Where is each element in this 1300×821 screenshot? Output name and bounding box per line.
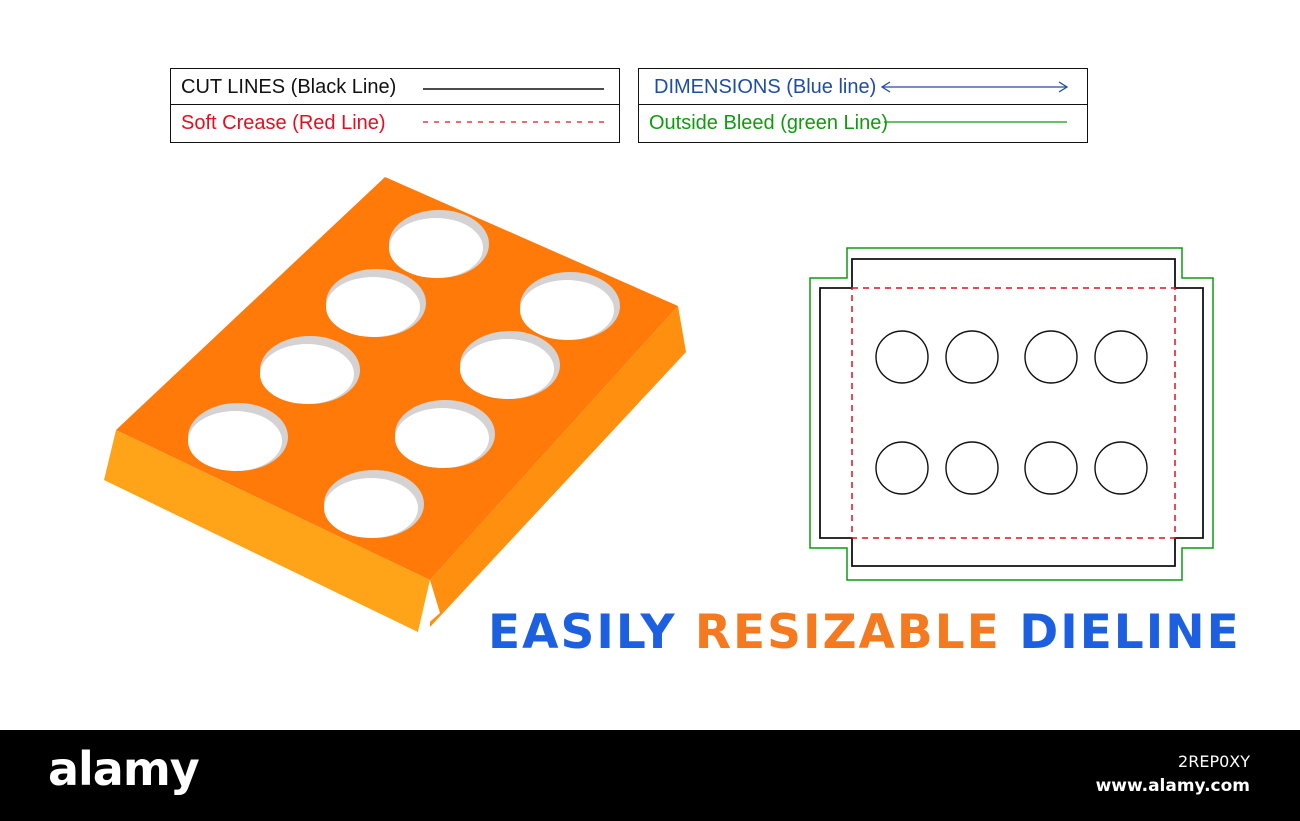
crease-line-sample — [423, 121, 604, 123]
legend-row-dimensions: DIMENSIONS (Blue line) — [639, 69, 1087, 105]
tray-hole — [460, 331, 560, 399]
flat-dieline — [809, 247, 1214, 581]
tray-hole — [326, 269, 426, 337]
footer-info: 2REP0XY www.alamy.com — [1096, 750, 1250, 798]
tray-hole — [389, 210, 489, 278]
tray-3d-illustration — [104, 177, 686, 632]
dieline-circle-cutouts — [875, 330, 1148, 495]
dieline-circle — [1024, 441, 1078, 495]
dimension-arrow-sample — [880, 81, 1069, 93]
bleed-outline — [809, 247, 1214, 581]
dieline-circle — [875, 330, 929, 384]
bleed-line-sample — [884, 121, 1067, 123]
tray-right-side — [430, 306, 686, 627]
tray-hole — [395, 400, 495, 468]
dieline-circle — [1024, 330, 1078, 384]
brand-logo: alamy — [48, 742, 200, 796]
tray-hole — [324, 470, 424, 538]
tray-hole — [520, 272, 620, 340]
tray-holes — [188, 210, 620, 538]
dieline-circle — [1094, 441, 1148, 495]
cut-line-sample — [423, 88, 604, 90]
legend-row-outside-bleed: Outside Bleed (green Line) — [639, 105, 1087, 141]
dieline-circle — [945, 441, 999, 495]
headline: EASILY RESIZABLE DIELINE — [488, 605, 1241, 660]
legend-label-soft-crease: Soft Crease (Red Line) — [181, 112, 386, 134]
legend-box-left: CUT LINES (Black Line) Soft Crease (Red … — [170, 68, 620, 143]
dieline-circle — [945, 330, 999, 384]
tray-top-face — [116, 177, 678, 580]
legend-label-outside-bleed: Outside Bleed (green Line) — [649, 112, 889, 134]
tray-front-side — [104, 430, 430, 632]
legend-label-dimensions: DIMENSIONS (Blue line) — [654, 76, 877, 98]
dieline-circle — [1094, 330, 1148, 384]
image-id: 2REP0XY — [1178, 752, 1250, 771]
legend-box-right: DIMENSIONS (Blue line) Outside Bleed (gr… — [638, 68, 1088, 143]
tray-hole — [188, 403, 288, 471]
headline-part-easily: EASILY — [488, 605, 695, 660]
tray-corner-notch — [418, 580, 440, 632]
dieline-circle — [875, 441, 929, 495]
cut-outline — [819, 258, 1204, 567]
crease-rectangle — [851, 287, 1176, 539]
legend-row-soft-crease: Soft Crease (Red Line) — [171, 105, 619, 141]
footer-bar: alamy 2REP0XY www.alamy.com — [0, 730, 1300, 821]
footer-url: www.alamy.com — [1095, 776, 1250, 796]
headline-part-dieline: DIELINE — [1019, 605, 1241, 660]
tray-hole — [260, 336, 360, 404]
headline-part-resizable: RESIZABLE — [694, 605, 1020, 660]
legend-label-cut-lines: CUT LINES (Black Line) — [181, 76, 397, 98]
legend-row-cut-lines: CUT LINES (Black Line) — [171, 69, 619, 105]
illustration-scene — [104, 177, 1214, 632]
